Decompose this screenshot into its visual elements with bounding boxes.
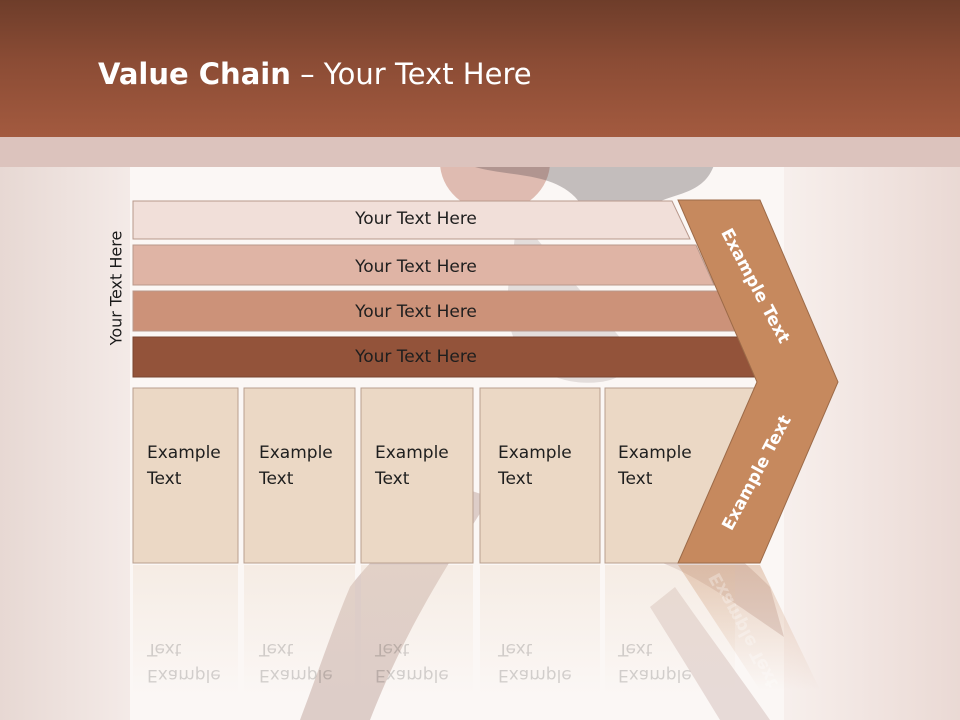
box-label-3-line1: Example (375, 443, 449, 463)
slide-title-bold: Value Chain (98, 57, 291, 91)
activity-bar-1 (132, 200, 691, 240)
primary-box-3 (360, 387, 474, 564)
box-label-2-line1: Example (259, 443, 333, 463)
box-reflection-4 (480, 565, 600, 695)
box-reflection-1 (133, 565, 238, 695)
box-label-1-line1: Example (147, 443, 221, 463)
primary-box-4 (479, 387, 601, 564)
chevron-reflection (678, 565, 820, 690)
title-bar: Value Chain – Your Text Here (0, 0, 960, 137)
header-band (0, 137, 960, 167)
slide-title-rest: – Your Text Here (290, 57, 532, 91)
box-label-4-reflection: Example Text (498, 636, 588, 688)
box-label-1-reflection: Example Text (147, 636, 237, 688)
box-label-2-reflection: Example Text (259, 636, 349, 688)
box-reflection-2 (244, 565, 355, 695)
box-label-5-line1: Example (618, 443, 692, 463)
box-label-2-reflection-line1: Example (259, 665, 333, 685)
bar-label-2: Your Text Here (355, 257, 477, 277)
box-label-2-reflection-line2: Text (259, 639, 294, 659)
primary-box-1 (132, 387, 239, 564)
box-label-4-reflection-line1: Example (498, 665, 572, 685)
bar-label-3: Your Text Here (355, 302, 477, 322)
box-label-5-line2: Text (618, 469, 653, 489)
box-label-3-line2: Text (375, 469, 410, 489)
bar-label-1: Your Text Here (355, 209, 477, 229)
reflection-group (133, 565, 820, 695)
box-label-1-reflection-line2: Text (147, 639, 182, 659)
box-label-4-line2: Text (498, 469, 533, 489)
box-label-2-line2: Text (259, 469, 294, 489)
box-label-3-reflection-line2: Text (375, 639, 410, 659)
bar-label-4: Your Text Here (355, 347, 477, 367)
box-reflection-3 (361, 565, 473, 695)
box-label-5-reflection: Example Text (618, 636, 708, 688)
slide-title: Value Chain – Your Text Here (98, 56, 532, 92)
box-label-4-reflection-line2: Text (498, 639, 533, 659)
box-label-4-line1: Example (498, 443, 572, 463)
box-label-5-reflection-line1: Example (618, 665, 692, 685)
primary-box-2 (243, 387, 356, 564)
box-label-5-reflection-line2: Text (618, 639, 653, 659)
box-label-1-reflection-line1: Example (147, 665, 221, 685)
box-label-1-line2: Text (147, 469, 182, 489)
activity-bar-2 (132, 244, 715, 286)
margin-chevron (677, 199, 839, 564)
box-label-3-reflection: Example Text (375, 636, 465, 688)
box-label-3-reflection-line1: Example (375, 665, 449, 685)
